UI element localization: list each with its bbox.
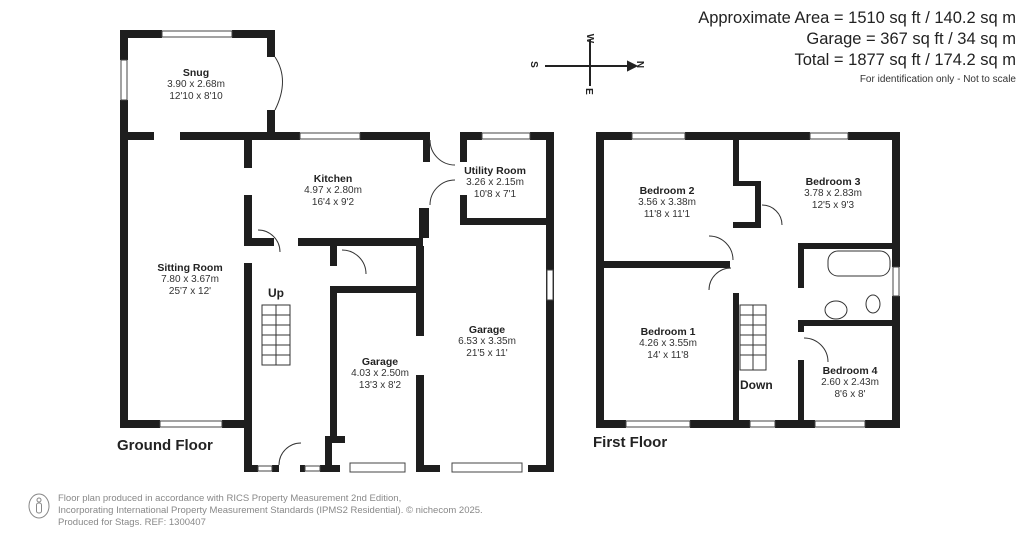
first-floor-walls xyxy=(596,132,900,428)
stairs-up-label: Up xyxy=(268,286,284,300)
person-icon xyxy=(28,493,50,519)
room-snug: Snug 3.90 x 2.68m 12'10 x 8'10 xyxy=(167,67,225,102)
room-utility: Utility Room 3.26 x 2.15m 10'8 x 7'1 xyxy=(464,165,526,200)
room-kitchen: Kitchen 4.97 x 2.80m 16'4 x 9'2 xyxy=(304,173,362,208)
room-sitting-room: Sitting Room 7.80 x 3.67m 25'7 x 12' xyxy=(157,262,223,297)
room-garage-large: Garage 6.53 x 3.35m 21'5 x 11' xyxy=(458,324,516,359)
room-bedroom-4: Bedroom 4 2.60 x 2.43m 8'6 x 8' xyxy=(821,365,879,400)
garage-area: Garage = 367 sq ft / 34 sq m xyxy=(806,30,1016,48)
ground-floor-label: Ground Floor xyxy=(117,437,213,454)
first-floor-label: First Floor xyxy=(593,434,668,451)
footer-text: Floor plan produced in accordance with R… xyxy=(58,493,483,528)
compass-west: W xyxy=(584,33,596,44)
stairs-down-label: Down xyxy=(740,378,773,392)
approximate-area: Approximate Area = 1510 sq ft / 140.2 sq… xyxy=(698,9,1016,27)
room-garage-small: Garage 4.03 x 2.50m 13'3 x 8'2 xyxy=(351,356,409,391)
room-bedroom-2: Bedroom 2 3.56 x 3.38m 11'8 x 11'1 xyxy=(638,185,696,220)
compass-icon xyxy=(545,40,639,86)
total-area: Total = 1877 sq ft / 174.2 sq m xyxy=(794,51,1016,69)
footer: Floor plan produced in accordance with R… xyxy=(28,493,483,529)
first-floor-windows xyxy=(625,132,900,428)
area-summary: Approximate Area = 1510 sq ft / 140.2 sq… xyxy=(698,8,1016,85)
compass-south: S xyxy=(527,61,539,68)
room-bedroom-1: Bedroom 1 4.26 x 3.55m 14' x 11'8 xyxy=(639,326,697,361)
ground-floor-stairs xyxy=(257,56,456,466)
first-floor-fixtures xyxy=(708,204,891,371)
scale-note: For identification only - Not to scale xyxy=(859,74,1016,85)
compass-east: E xyxy=(582,88,594,95)
room-bedroom-3: Bedroom 3 3.78 x 2.83m 12'5 x 9'3 xyxy=(804,176,862,211)
ground-floor-walls xyxy=(120,30,554,472)
compass-north: N xyxy=(634,60,646,69)
ground-floor-windows xyxy=(120,30,554,473)
